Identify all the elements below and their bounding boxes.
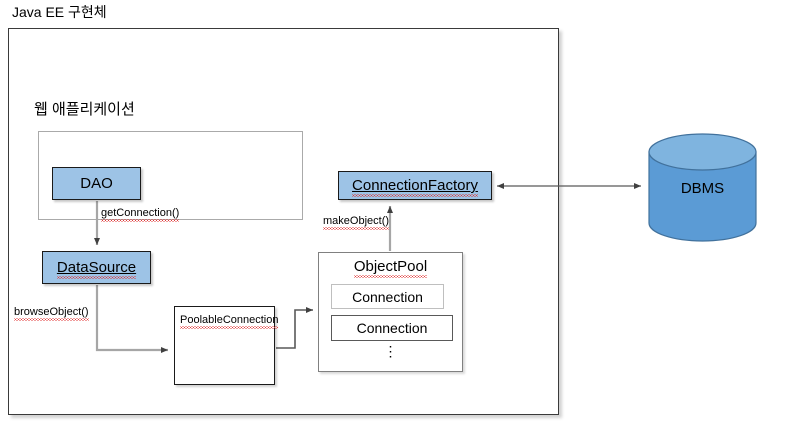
object-pool-more-ellipsis: ⋮ [383,343,398,359]
object-pool-title-wrap: ObjectPool [319,258,462,278]
node-dao-label: DAO [80,175,113,192]
node-object-pool[interactable]: ObjectPool Connection Connection ⋮ [318,252,463,372]
node-dbms-label: DBMS [680,180,725,197]
edge-label-make-object-text: makeObject() [323,215,390,230]
node-poolable-connection-label: PoolableConnection [180,314,279,329]
node-poolable-connection[interactable]: PoolableConnection [174,306,279,385]
object-pool-connection-item[interactable]: Connection [331,284,444,309]
edge-label-browse-object-text: browseObject() [14,306,89,321]
node-dao[interactable]: DAO [52,167,141,200]
database-cylinder-icon [648,133,757,242]
page-title: Java EE 구현체 [12,4,107,20]
node-connection-factory[interactable]: ConnectionFactory [338,171,492,200]
node-dbms[interactable]: DBMS [645,130,760,245]
edge-label-get-connection-text: getConnection() [101,207,180,222]
javaee-container [8,28,559,415]
node-datasource[interactable]: DataSource [42,251,151,284]
node-datasource-label: DataSource [56,259,137,279]
object-pool-connection-label: Connection [352,288,423,305]
edge-label-get-connection: getConnection() [101,207,180,222]
edge-label-make-object: makeObject() [323,215,390,230]
webapp-group-label: 웹 애플리케이션 [34,101,135,118]
object-pool-title: ObjectPool [353,258,428,278]
object-pool-connection-label: Connection [356,320,428,336]
edge-label-browse-object: browseObject() [14,306,89,321]
object-pool-connection-item[interactable]: Connection [331,315,453,341]
node-connection-factory-label: ConnectionFactory [352,177,478,197]
